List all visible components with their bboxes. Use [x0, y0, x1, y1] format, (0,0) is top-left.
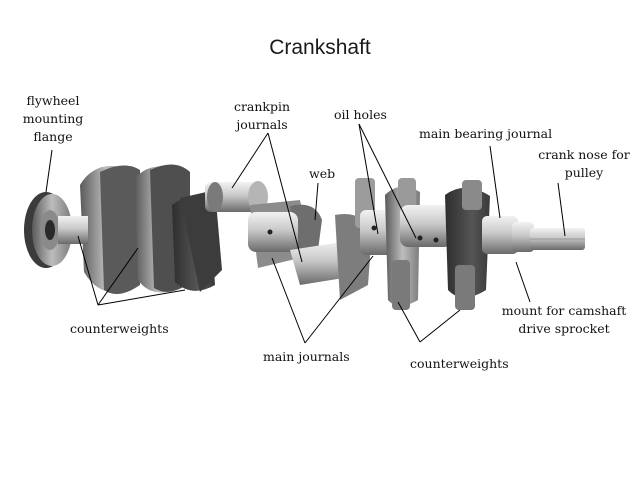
leader-lines [45, 123, 566, 344]
leader-mainj-2 [304, 255, 374, 344]
label-flywheel-line-3: flange [33, 129, 73, 144]
leader-cw-right-2 [419, 309, 461, 343]
label-crankpin-line-2: journals [236, 117, 288, 132]
leader-cw-right-1 [397, 301, 421, 343]
label-flywheel-line-1: flywheel [26, 93, 80, 108]
leader-cw-left-1 [77, 235, 99, 306]
label-crank-nose-line-1: crank nose for [538, 147, 630, 162]
label-flywheel-line-2: mounting [22, 111, 84, 126]
label-flywheel-mounting-flange: flywheel mounting flange [18, 92, 88, 146]
crank-nose [530, 228, 585, 250]
label-oil-holes: oil holes [334, 107, 387, 122]
leader-mainj-1 [271, 257, 306, 344]
leader-camshaft-mount [515, 261, 531, 303]
label-counterweights-left: counterweights [70, 321, 169, 336]
label-crank-nose-line-2: pulley [564, 165, 604, 180]
leader-web [314, 182, 319, 221]
counterweight-left-1 [80, 165, 140, 294]
crankpin-journal-lower [248, 212, 298, 252]
label-crankpin-journals: crankpin journals [226, 98, 298, 134]
counterweight-right-2 [445, 180, 490, 310]
flywheel-flange [24, 192, 72, 268]
rear-main-journal [58, 216, 88, 244]
leader-cw-left-3 [97, 289, 186, 306]
leader-crankpin-2 [267, 132, 303, 263]
leader-oil-2 [358, 123, 417, 239]
leader-cw-left-2 [97, 247, 139, 306]
leader-flywheel [45, 149, 53, 193]
label-mount-line-1: mount for camshaft [501, 303, 627, 318]
leader-main-bearing [489, 145, 501, 219]
label-counterweights-right: counterweights [410, 356, 509, 371]
leader-crank-nose [557, 182, 566, 237]
main-journal-right [400, 205, 452, 247]
label-web: web [309, 166, 336, 181]
counterweight-left-3 [172, 190, 222, 292]
leader-oil-1 [358, 123, 379, 235]
label-mount-line-2: drive sprocket [518, 321, 610, 336]
label-main-journals: main journals [263, 349, 350, 364]
label-main-bearing-journal: main bearing journal [419, 126, 553, 141]
main-bearing-journal [482, 216, 518, 254]
label-crank-nose-for-pulley: crank nose for pulley [532, 146, 636, 182]
leader-crankpin-1 [231, 132, 269, 189]
label-mount-for-camshaft-drive-sprocket: mount for camshaft drive sprocket [494, 302, 634, 338]
diagram-title: Crankshaft [269, 36, 371, 59]
label-crankpin-line-1: crankpin [233, 99, 291, 114]
camshaft-sprocket-mount [512, 222, 534, 252]
